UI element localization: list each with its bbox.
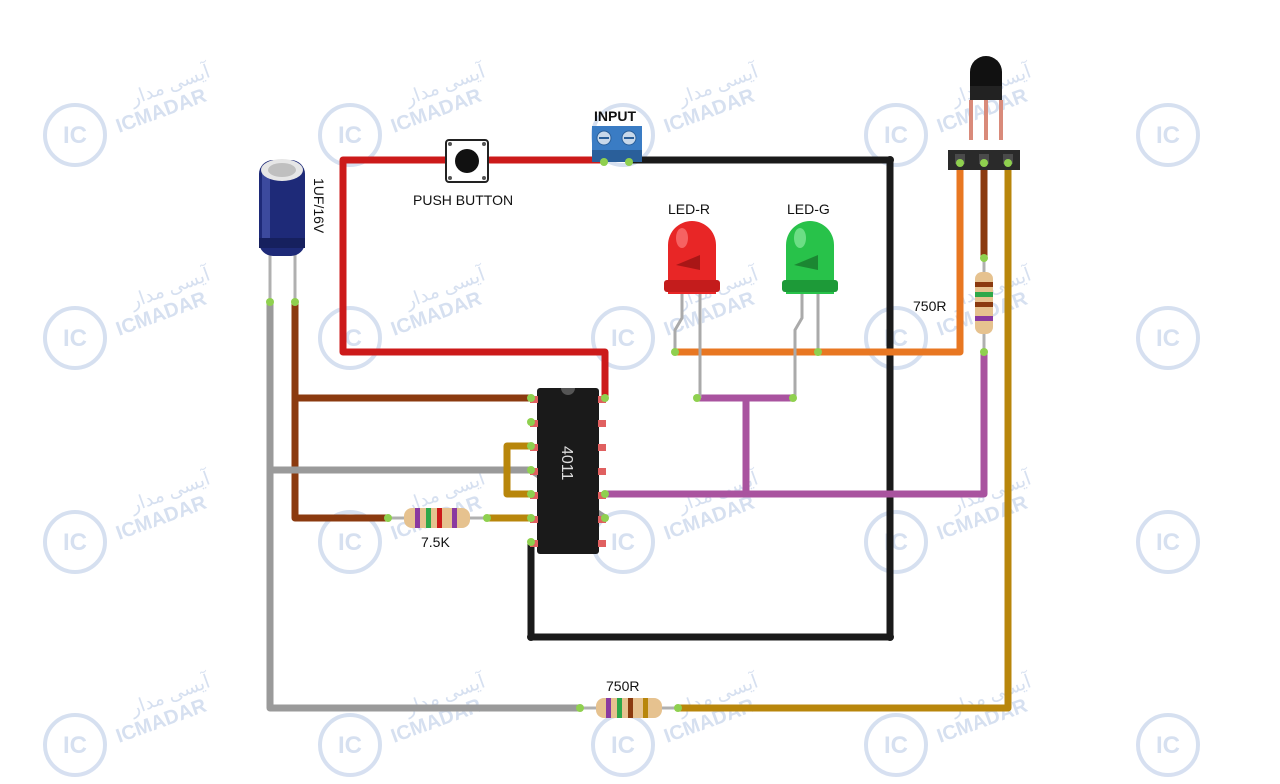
watermark-logo-text: IC [1156,122,1180,149]
capacitor [259,159,305,302]
ic-label: 4011 [558,446,575,481]
watermark-logo-text: IC [63,732,87,759]
wire-red [339,156,609,402]
resistor-750r-right-label: 750R [913,298,946,314]
watermark-logo-text: IC [63,325,87,352]
watermark-logo-icon [864,103,928,167]
transistor [969,56,1003,140]
wire-olive-header [674,159,1012,712]
watermark-logo-text: IC [1156,529,1180,556]
watermark-logo-text: IC [338,732,362,759]
watermark-logo-text: IC [338,122,362,149]
watermark-logo-icon [591,306,655,370]
watermark-logo-text: IC [611,529,635,556]
led-green [782,221,838,398]
watermark-logo-icon [864,713,928,777]
watermark-logo-text: IC [611,325,635,352]
watermark-logo-icon [864,306,928,370]
input-label: INPUT [594,108,636,124]
watermark-logo-icon [43,713,107,777]
watermark-tile: IC [1136,510,1200,574]
connection-points [266,156,1012,712]
resistor-750r-horizontal [580,698,678,718]
watermark-logo-icon [1136,510,1200,574]
wire-olive-ic [483,442,535,522]
wire-brown-capacitor [291,298,535,522]
resistor-7-5k [388,508,487,528]
wires [266,156,1012,712]
watermark-logo-text: IC [884,732,908,759]
led-red [664,221,720,398]
watermark-tile: IC [1136,103,1200,167]
wire-purple [601,348,988,498]
resistor-7-5k-label: 7.5K [421,534,450,550]
watermark-logo-icon [864,510,928,574]
watermark-logo-icon [318,103,382,167]
watermark-logo-text: IC [63,122,87,149]
push-button-label: PUSH BUTTON [413,192,513,208]
watermark-tile: IC [1136,306,1200,370]
led-green-label: LED-G [787,201,830,217]
watermark-tile: IC [1136,713,1200,777]
watermark-logo-icon [318,510,382,574]
watermark-logo-text: IC [63,529,87,556]
watermark-logo-text: IC [1156,325,1180,352]
push-button [445,139,489,183]
wire-orange [671,159,964,356]
watermark-logo-icon [318,713,382,777]
resistor-750r-vertical [975,258,993,352]
resistor-750r-bottom-label: 750R [606,678,639,694]
watermark-logo-text: IC [338,529,362,556]
input-terminal [592,126,642,162]
watermark-logo-icon [318,306,382,370]
watermark-logo-icon [1136,103,1200,167]
watermark-logo-icon [43,103,107,167]
watermark-logo-icon [43,306,107,370]
watermark-logo-text: IC [884,122,908,149]
led-red-label: LED-R [668,201,710,217]
watermark-logo-text: IC [1156,732,1180,759]
watermark-logo-icon [1136,306,1200,370]
wire-gray [266,298,584,712]
watermark-logo-icon [43,510,107,574]
watermark-logo-text: IC [611,732,635,759]
watermark-logo-icon [1136,713,1200,777]
capacitor-label: 1UF/16V [311,178,327,234]
